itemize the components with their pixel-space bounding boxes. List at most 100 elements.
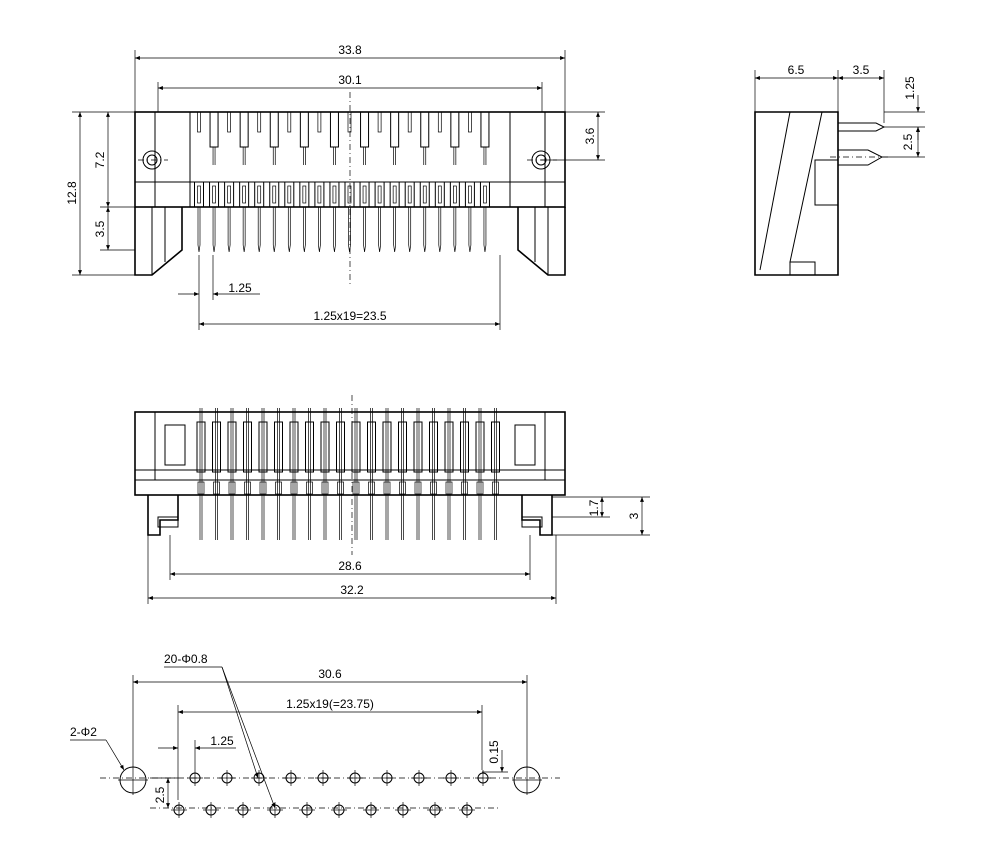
front-pin <box>491 408 500 540</box>
dim-body-depth: 12.8 <box>65 181 79 205</box>
front-pin <box>243 408 252 540</box>
front-body-outline <box>134 411 566 496</box>
dim-post-offset: 3.6 <box>583 127 597 144</box>
pin-hole <box>283 770 299 786</box>
front-pin <box>475 408 485 540</box>
pin-hole <box>363 802 379 818</box>
top-pin <box>389 111 400 253</box>
top-pin <box>194 111 204 253</box>
dim-top-pin-span: 1.25x19=23.5 <box>313 309 386 323</box>
front-left-leg <box>147 495 179 536</box>
dim-mount-span: 30.6 <box>318 667 342 681</box>
pin-hole <box>235 802 251 818</box>
front-pin <box>444 408 454 540</box>
front-right-leg <box>521 495 553 536</box>
footprint-dims: 20-Φ0.8 2-Φ2 30.6 1.25x19(=23.75) 1.25 0… <box>70 652 528 809</box>
top-pin <box>479 111 490 253</box>
top-pin <box>449 111 460 253</box>
front-view: 1.7 3 28.6 32.2 <box>134 395 650 604</box>
front-pin <box>429 408 438 540</box>
mount-hole-right <box>512 765 542 795</box>
front-pin <box>227 408 237 540</box>
top-pin <box>374 111 385 253</box>
pin-hole <box>459 802 475 818</box>
pin-hole <box>427 802 443 818</box>
dim-overall-width: 33.8 <box>338 43 362 57</box>
pin-hole <box>443 770 459 786</box>
front-pin <box>258 408 268 540</box>
top-dims: 33.8 30.1 12.8 7.2 3.5 3.6 1.25 <box>65 43 605 330</box>
front-dims: 1.7 3 28.6 32.2 <box>147 496 650 604</box>
top-pin <box>434 111 445 253</box>
dim-front-inner-span: 28.6 <box>338 559 362 573</box>
top-pin <box>359 111 370 253</box>
top-pin <box>344 111 355 253</box>
dim-leg-height: 3.5 <box>93 220 107 237</box>
side-view: 6.5 3.5 1.25 2.5 <box>754 63 925 276</box>
pin-hole <box>251 770 267 786</box>
front-pin <box>398 408 407 540</box>
mount-hole-callout: 2-Φ2 <box>70 725 97 739</box>
top-left-leg <box>134 207 183 276</box>
top-pin <box>284 111 295 253</box>
side-body-outline <box>754 111 839 276</box>
pin-hole <box>379 770 395 786</box>
dim-footprint-pin-span: 1.25x19(=23.75) <box>286 697 374 711</box>
front-pin-array <box>196 408 500 540</box>
side-lower-pin <box>837 149 884 166</box>
front-pin <box>305 408 314 540</box>
pin-hole <box>299 802 315 818</box>
top-pin <box>419 111 430 253</box>
side-upper-pin <box>837 122 886 132</box>
dim-side-body-length: 6.5 <box>788 63 805 77</box>
pin-hole <box>315 770 331 786</box>
front-pin <box>460 408 469 540</box>
pin-hole <box>475 770 491 786</box>
dim-footprint-pitch: 1.25 <box>210 734 234 748</box>
top-pin <box>269 111 280 253</box>
pcb-footprint: 20-Φ0.8 2-Φ2 30.6 1.25x19(=23.75) 1.25 0… <box>70 652 560 818</box>
top-pin <box>464 111 475 253</box>
front-pin <box>413 408 423 540</box>
pin-hole <box>187 770 203 786</box>
dim-side-row-pitch-upper: 1.25 <box>903 76 917 100</box>
top-pin <box>224 111 235 253</box>
pin-hole <box>411 770 427 786</box>
front-pin <box>196 408 206 540</box>
front-pin <box>351 408 361 540</box>
side-dims: 6.5 3.5 1.25 2.5 <box>754 63 925 158</box>
front-pin <box>212 408 221 540</box>
dim-side-pin-extension: 3.5 <box>853 63 870 77</box>
front-pin <box>336 408 345 540</box>
top-pin <box>404 111 415 253</box>
top-view: 33.8 30.1 12.8 7.2 3.5 3.6 1.25 <box>65 43 605 330</box>
dim-row-pitch: 2.5 <box>153 786 167 803</box>
front-pin <box>274 408 283 540</box>
top-pin <box>329 111 340 253</box>
front-pin <box>320 408 330 540</box>
top-left-post <box>138 150 168 170</box>
pin-hole <box>395 802 411 818</box>
dim-post-span: 30.1 <box>338 73 362 87</box>
pin-hole <box>219 770 235 786</box>
dim-front-leg-large: 3 <box>627 512 641 519</box>
pin-hole <box>267 802 283 818</box>
front-pin <box>289 408 299 540</box>
dim-side-row-pitch-lower: 2.5 <box>901 133 915 150</box>
top-pin <box>314 111 325 253</box>
hole-callout: 20-Φ0.8 <box>164 652 208 666</box>
dim-front-leg-small: 1.7 <box>587 499 601 516</box>
dim-front-outer-span: 32.2 <box>340 583 364 597</box>
dim-pin-row-height: 7.2 <box>93 151 107 168</box>
front-pin <box>382 408 392 540</box>
pin-hole <box>171 802 187 818</box>
front-pin <box>367 408 376 540</box>
pin-hole <box>331 802 347 818</box>
pin-hole <box>203 802 219 818</box>
pin-hole <box>347 770 363 786</box>
top-pin <box>239 111 250 253</box>
top-pin <box>254 111 265 253</box>
dim-top-pitch: 1.25 <box>228 281 252 295</box>
